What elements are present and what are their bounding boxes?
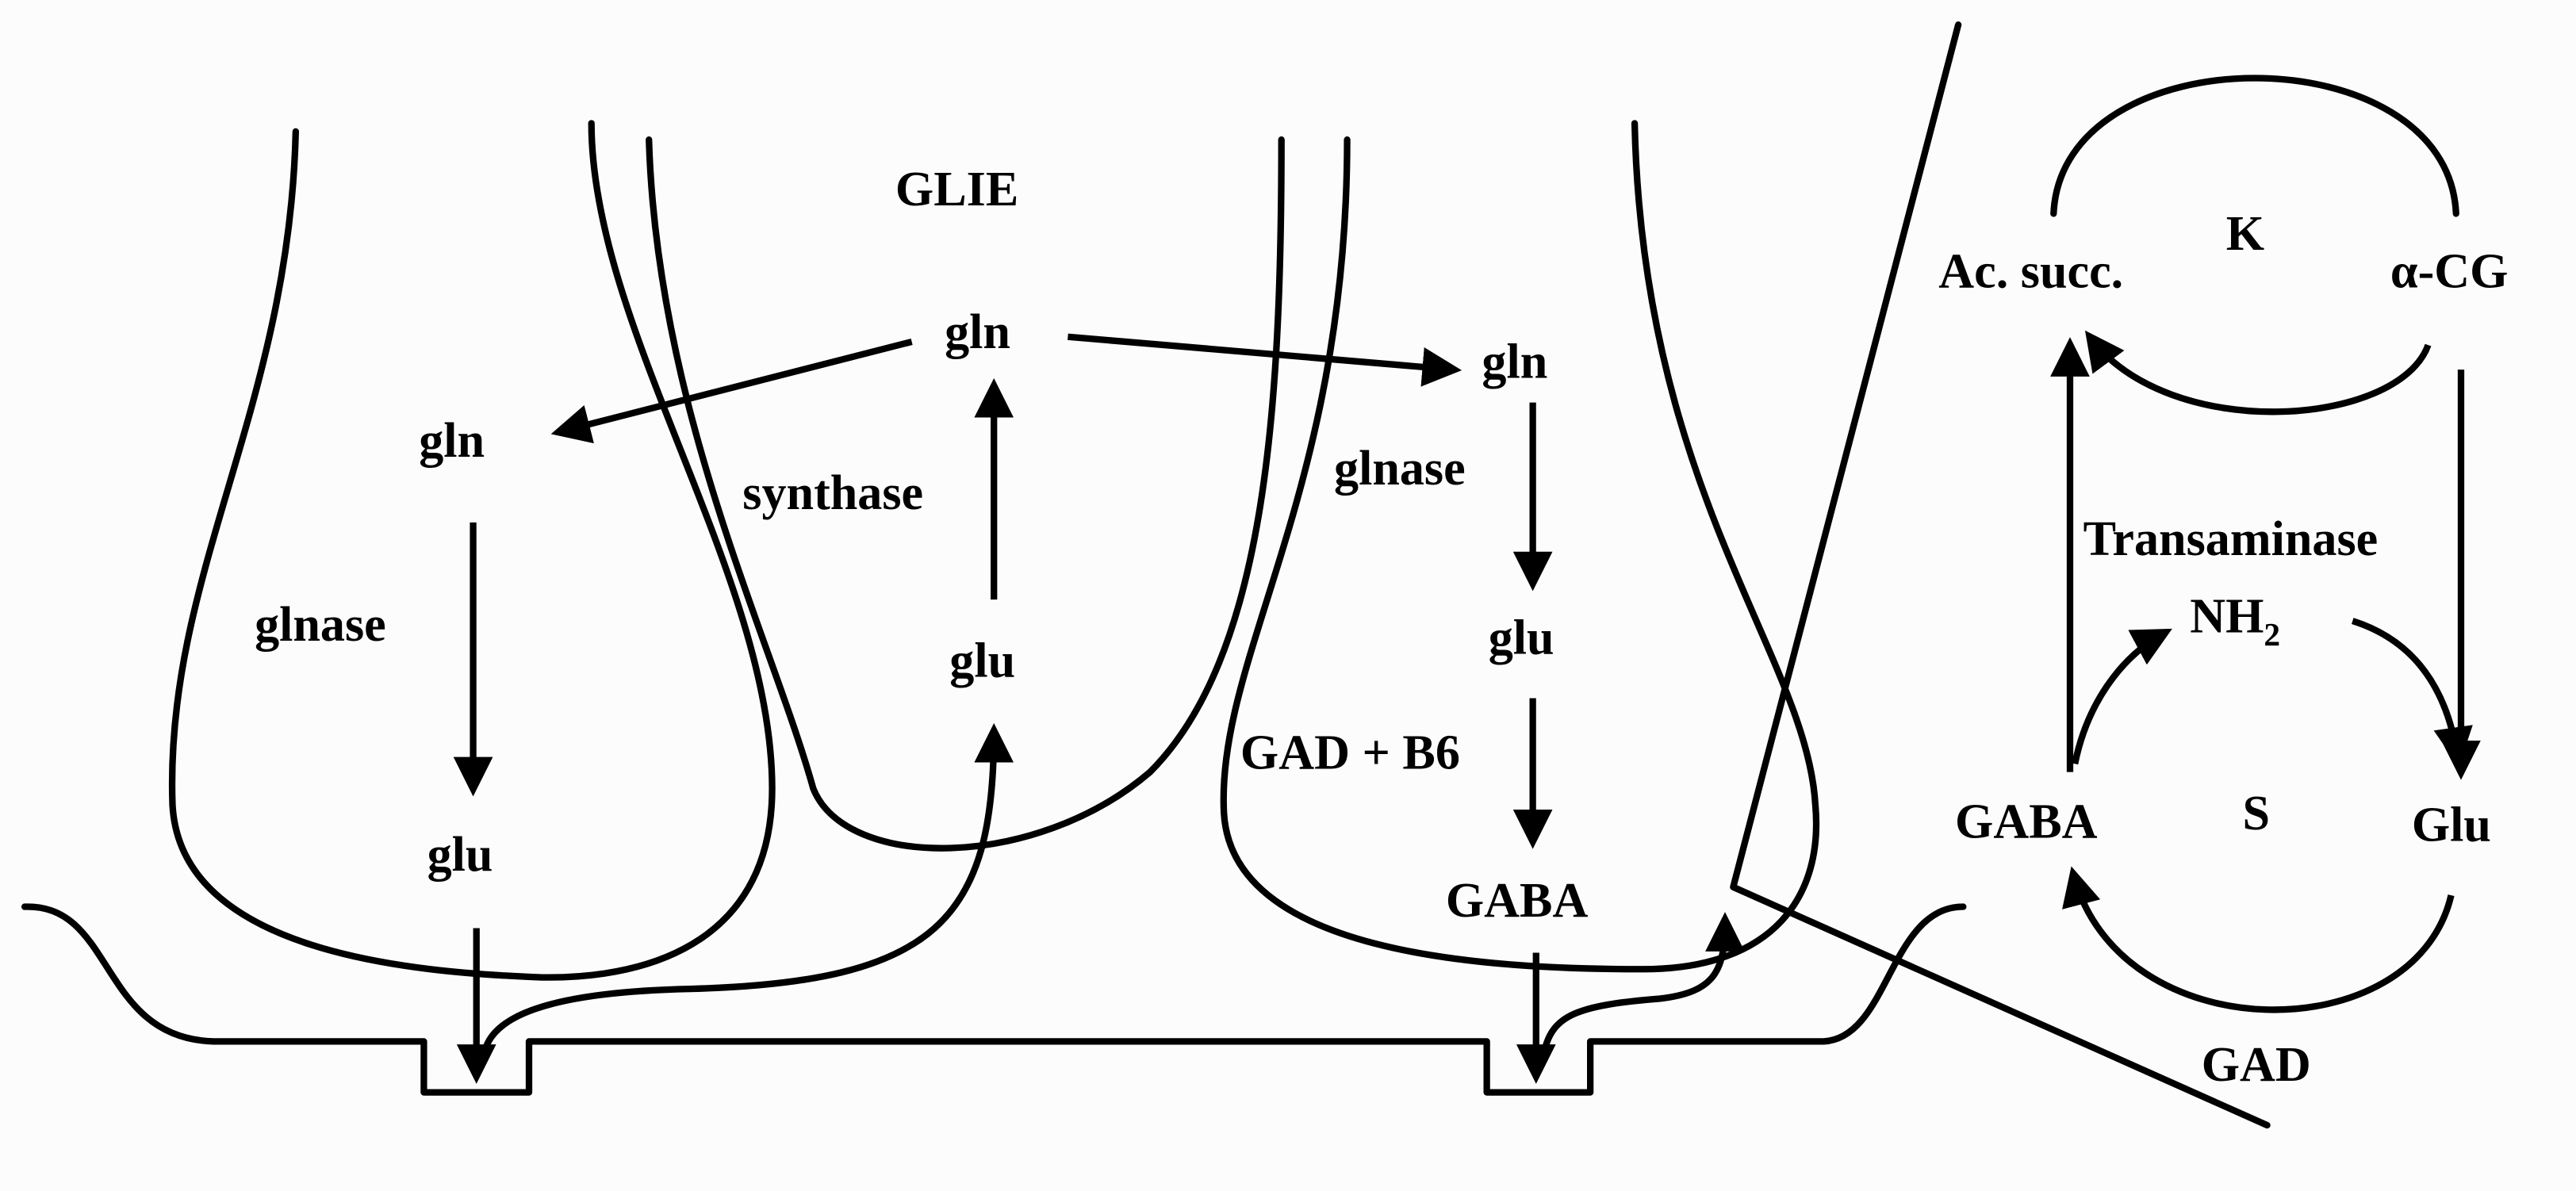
postsynaptic-membrane bbox=[21, 903, 1967, 1096]
left-neuron-outline bbox=[168, 120, 776, 981]
label-gaba-right: GABA bbox=[1446, 874, 1589, 928]
label-gln-left: gln bbox=[419, 414, 485, 468]
label-s: S bbox=[2243, 787, 2271, 841]
label-gad: GAD bbox=[2202, 1038, 2311, 1092]
cycle-top-arc bbox=[2050, 75, 2459, 217]
label-glu-cycle: Glu bbox=[2412, 798, 2491, 852]
label-glu-left: glu bbox=[427, 828, 493, 882]
arrow-glu-uptake-glia bbox=[481, 722, 1014, 1052]
label-alpha-cg: α-CG bbox=[2390, 245, 2509, 299]
arrow-alphacg-to-acsucc bbox=[2084, 330, 2432, 416]
label-glu-right: glu bbox=[1489, 611, 1554, 665]
label-glu-glia: glu bbox=[949, 634, 1015, 688]
arrow-gaba-to-nh2 bbox=[2072, 628, 2172, 765]
label-gad-b6: GAD + B6 bbox=[1240, 726, 1460, 780]
right-neuron-outline bbox=[1220, 120, 1820, 973]
divider-line bbox=[1730, 21, 2271, 1129]
label-gln-glia: gln bbox=[945, 305, 1010, 359]
label-gaba-cycle: GABA bbox=[1955, 795, 2098, 849]
label-glnase-right: glnase bbox=[1334, 442, 1466, 496]
label-transaminase: Transaminase bbox=[2083, 512, 2379, 566]
label-k: K bbox=[2226, 207, 2264, 261]
label-gln-right: gln bbox=[1482, 335, 1547, 389]
label-glie: GLIE bbox=[895, 163, 1018, 216]
label-synthase: synthase bbox=[742, 466, 923, 520]
arrow-glu-to-gaba bbox=[2062, 866, 2455, 1013]
glia-outline bbox=[646, 136, 1285, 852]
arrow-nh2-to-glu bbox=[2352, 618, 2473, 767]
arrow-gln-to-right bbox=[1068, 333, 1462, 387]
arrow-gaba-reuptake bbox=[1541, 912, 1745, 1052]
label-glnase-left: glnase bbox=[255, 598, 386, 652]
label-nh2: NH2 bbox=[2190, 590, 2280, 653]
arrow-gln-to-left bbox=[550, 338, 913, 444]
label-ac-succ: Ac. succ. bbox=[1938, 245, 2123, 299]
